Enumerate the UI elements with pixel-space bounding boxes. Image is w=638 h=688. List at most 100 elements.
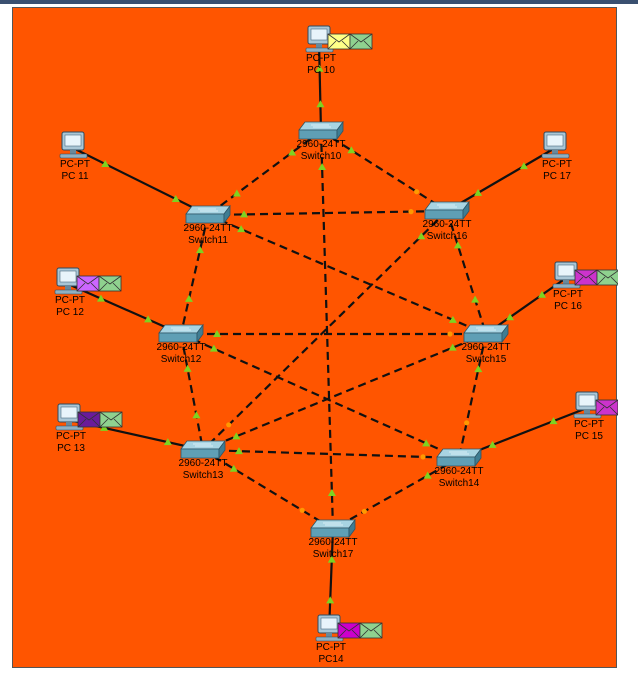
device-model-label: PC-PT (55, 295, 85, 306)
switch-icon (310, 519, 356, 538)
link-indicator-switch10 (318, 162, 327, 170)
pdu-envelope-icon[interactable] (77, 411, 101, 428)
link-indicator-switch12 (184, 294, 193, 302)
pdu-envelope-icon[interactable] (595, 399, 618, 416)
link-indicator-switch17 (327, 555, 336, 563)
link-indicator-switch12 (209, 344, 218, 352)
device-name-label: PC 10 (307, 65, 335, 76)
link-indicator-pc11 (101, 160, 110, 168)
link-indicator-switch10 (288, 148, 297, 156)
link-indicator-switch10 (347, 146, 356, 154)
pdu-envelope-icon[interactable] (349, 33, 373, 50)
device-model-label: 2960-24TT (184, 223, 233, 234)
link-indicator-switch14 (488, 440, 497, 448)
device-name-label: Switch11 (188, 235, 228, 246)
device-name-label: Switch16 (427, 231, 468, 242)
desktop-pc-icon (541, 131, 570, 159)
device-model-label: PC-PT (60, 159, 90, 170)
link-indicator-switch14 (422, 439, 431, 447)
pdu-envelope-icon[interactable] (337, 622, 361, 639)
pdu-envelope-icon[interactable] (574, 269, 598, 286)
switch-icon (185, 205, 231, 224)
pdu-envelope-icon[interactable] (596, 269, 618, 286)
link-indicator-switch17 (361, 508, 367, 514)
link-switch16-switch13[interactable] (202, 210, 448, 451)
link-pc17-switch16[interactable] (446, 147, 556, 212)
link-indicator-switch17 (299, 507, 305, 513)
device-model-label: 2960-24TT (309, 537, 358, 548)
device-model-label: 2960-24TT (157, 342, 206, 353)
pdu-envelope-icon[interactable] (359, 622, 383, 639)
pdu-envelope-icon[interactable] (99, 411, 123, 428)
window-top-bar (0, 0, 638, 4)
link-pc10-switch10[interactable] (317, 41, 323, 132)
link-switch15-switch13[interactable] (202, 332, 487, 452)
device-name-label: Switch13 (183, 470, 224, 481)
link-indicator-switch16 (474, 188, 483, 196)
link-indicator-switch15 (506, 313, 514, 321)
link-switch10-switch16[interactable] (320, 130, 448, 212)
pdu-envelope-icon[interactable] (76, 275, 100, 292)
link-indicator-switch13 (234, 447, 243, 455)
link-pc12-switch12[interactable] (67, 282, 182, 336)
link-switch11-switch12[interactable] (179, 214, 210, 335)
link-indicator-switch16 (414, 189, 420, 195)
link-indicator-switch12 (144, 315, 153, 323)
device-name-label: Switch14 (439, 478, 480, 489)
switch-icon (180, 440, 226, 459)
link-indicator-switch16 (417, 232, 426, 240)
device-model-label: PC-PT (574, 419, 604, 430)
device-name-label: PC 12 (56, 307, 84, 318)
link-switch12-switch13[interactable] (179, 333, 205, 451)
switch-icon (298, 121, 344, 140)
link-pc14-switch17[interactable] (327, 528, 335, 632)
link-switch13-switch14[interactable] (202, 448, 460, 460)
link-switch16-switch15[interactable] (445, 210, 488, 335)
link-switch12-switch14[interactable] (180, 332, 460, 460)
link-switch10-switch17[interactable] (319, 130, 335, 530)
device-name-label: Switch12 (161, 354, 202, 365)
device-model-label: PC-PT (316, 642, 346, 653)
pdu-envelope-icon[interactable] (98, 275, 122, 292)
link-indicator-switch13 (226, 422, 232, 428)
link-indicator-switch17 (327, 489, 336, 497)
link-pc11-switch11[interactable] (72, 147, 209, 216)
pdu-envelope-icon[interactable] (327, 33, 351, 50)
link-indicator-switch12 (183, 364, 192, 372)
link-indicator-switch13 (192, 411, 201, 419)
link-indicator-switch12 (213, 330, 221, 337)
link-indicator-switch15 (448, 343, 457, 351)
device-name-label: PC 17 (543, 171, 571, 182)
link-switch10-switch11[interactable] (207, 130, 322, 216)
link-switch11-switch15[interactable] (207, 213, 487, 336)
link-indicator-switch16 (408, 209, 414, 215)
device-name-label: PC 11 (61, 171, 88, 182)
device-name-label: Switch17 (313, 549, 354, 560)
switch-icon (463, 324, 509, 343)
device-model-label: 2960-24TT (462, 342, 511, 353)
link-switch11-switch16[interactable] (207, 209, 448, 217)
link-indicator-pc16 (538, 290, 546, 298)
link-switch15-switch14[interactable] (457, 333, 488, 459)
link-indicator-switch14 (423, 471, 432, 479)
link-switch14-switch17[interactable] (332, 457, 460, 530)
link-indicator-switch15 (447, 331, 453, 337)
